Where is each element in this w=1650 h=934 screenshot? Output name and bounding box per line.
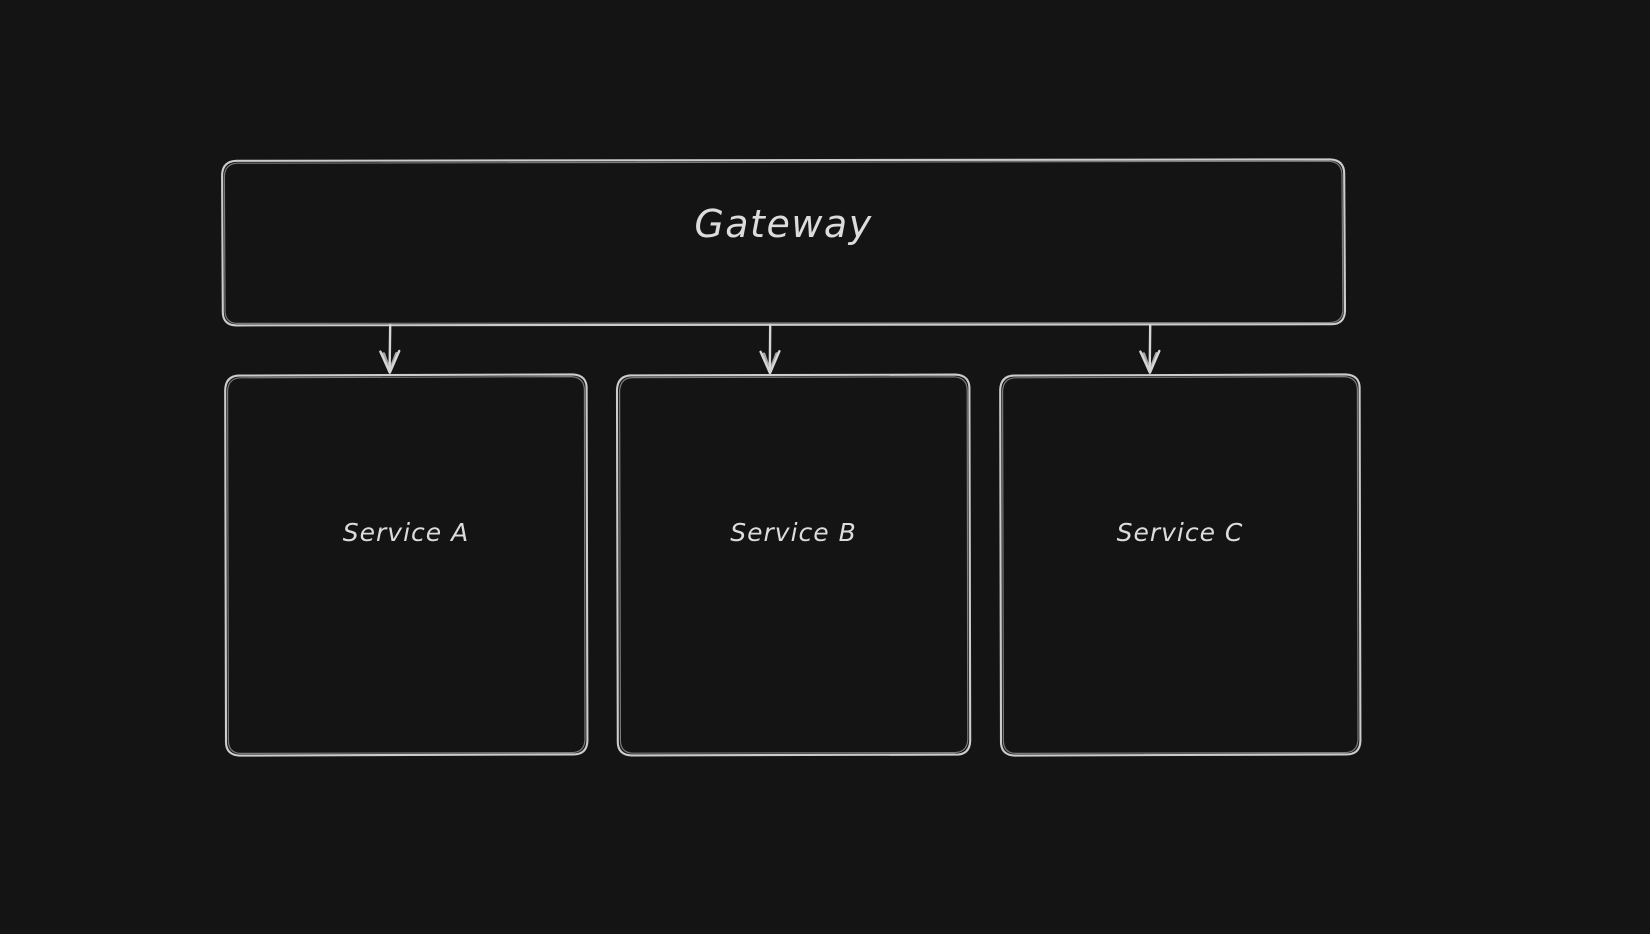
node-gateway[interactable] [222, 160, 1345, 325]
node-service-c[interactable] [1000, 375, 1360, 755]
edge-gateway-service-b[interactable] [759, 323, 781, 375]
node-service-a-shape[interactable] [224, 373, 589, 757]
node-service-c-shape[interactable] [999, 373, 1362, 757]
node-service-a[interactable] [225, 375, 587, 755]
edge-gateway-service-c[interactable] [1139, 323, 1161, 374]
node-service-b[interactable] [617, 375, 970, 755]
edge-gateway-service-a[interactable] [379, 323, 401, 374]
node-service-b-shape[interactable] [615, 373, 972, 757]
node-gateway-shape[interactable] [221, 158, 1347, 327]
